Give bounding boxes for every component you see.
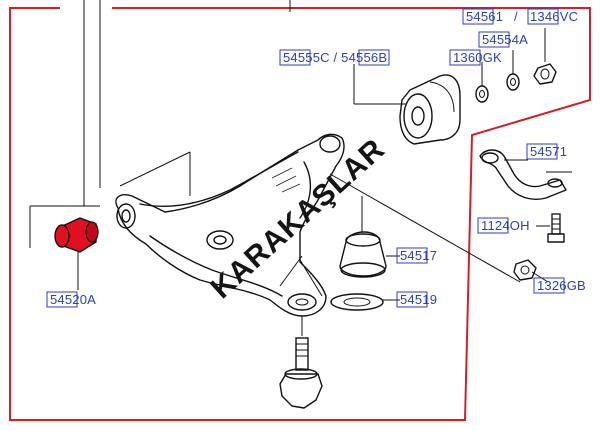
label-group: 54520A 54517 54519 54555C / 54556B 54561… bbox=[46, 8, 586, 308]
ball-joint-stud bbox=[279, 316, 323, 409]
label-54571: 54571 bbox=[526, 143, 567, 160]
guide-lines bbox=[29, 0, 291, 248]
svg-text:54519: 54519 bbox=[400, 292, 437, 307]
label-1124OH: 1124OH bbox=[477, 217, 530, 234]
front-bushing-part bbox=[54, 217, 99, 290]
svg-text:1360GK: 1360GK bbox=[453, 50, 502, 65]
label-54554A: 54554A bbox=[478, 31, 528, 48]
svg-text:54571: 54571 bbox=[530, 144, 567, 159]
stabilizer-bracket-part bbox=[479, 149, 572, 200]
washer-set bbox=[475, 28, 557, 103]
connector-lines bbox=[279, 173, 521, 297]
svg-text:54554A: 54554A bbox=[482, 32, 528, 47]
red-section-frame bbox=[9, 7, 591, 421]
svg-text:54555C / 54556B: 54555C / 54556B bbox=[283, 50, 387, 65]
svg-text:/: / bbox=[514, 9, 518, 24]
watermark-text: KARAKAŞLAR bbox=[205, 132, 392, 305]
label-54555C-54556B: 54555C / 54556B bbox=[279, 49, 390, 66]
ball-joint-boot-part bbox=[339, 196, 400, 278]
svg-text:54517: 54517 bbox=[400, 248, 437, 263]
svg-text:1124OH: 1124OH bbox=[481, 218, 530, 233]
svg-text:54561: 54561 bbox=[466, 9, 503, 24]
label-54561-1346VC: 54561 / 1346VC bbox=[462, 8, 578, 25]
rear-bushing-part bbox=[353, 64, 461, 145]
label-1326GB: 1326GB bbox=[533, 277, 586, 294]
bracket-nut-part bbox=[513, 259, 549, 283]
label-54519: 54519 bbox=[396, 291, 437, 308]
label-54517: 54517 bbox=[396, 247, 437, 264]
svg-text:54520A: 54520A bbox=[50, 292, 96, 307]
label-1360GK: 1360GK bbox=[449, 49, 502, 66]
svg-text:1326GB: 1326GB bbox=[537, 278, 586, 293]
lower-control-arm bbox=[115, 133, 345, 317]
bracket-bolt-part bbox=[536, 213, 565, 243]
label-54520A: 54520A bbox=[46, 291, 96, 308]
ball-joint-washer-part bbox=[330, 293, 400, 311]
svg-text:1346VC: 1346VC bbox=[530, 9, 578, 24]
